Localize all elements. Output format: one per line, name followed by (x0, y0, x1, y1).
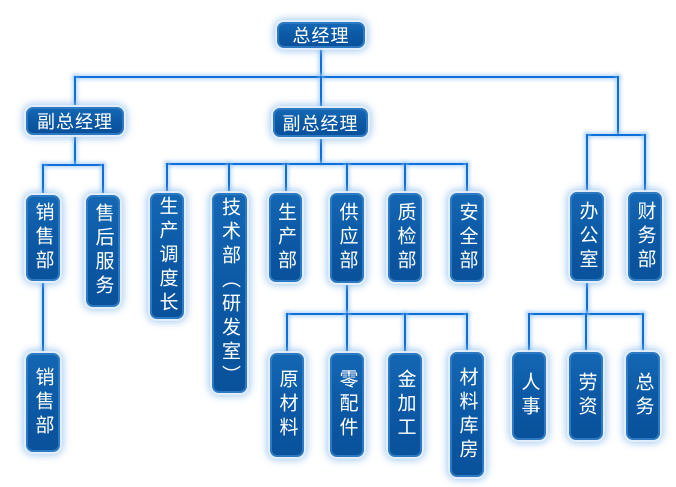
connector (642, 313, 644, 352)
connector (166, 163, 467, 165)
connector (74, 76, 619, 78)
connector (42, 281, 44, 353)
connector (586, 134, 646, 136)
connector (102, 164, 104, 195)
node-spare-parts[interactable]: 零配件 (330, 353, 364, 457)
node-production-dept[interactable]: 生产部 (269, 193, 302, 282)
connector (228, 163, 230, 193)
node-sales-dept-sub[interactable]: 销售部 (26, 353, 60, 452)
node-hr[interactable]: 人事 (512, 352, 546, 440)
node-metal-processing[interactable]: 金加工 (388, 353, 422, 457)
connector (42, 164, 44, 195)
node-after-sales-service[interactable]: 售后服务 (86, 195, 120, 307)
connector (286, 313, 288, 353)
connector (346, 313, 348, 353)
connector (74, 76, 76, 107)
connector (404, 313, 406, 353)
connector (528, 313, 530, 352)
node-office[interactable]: 办公室 (570, 192, 604, 281)
connector (74, 135, 76, 164)
connector (320, 48, 322, 76)
node-tech-dept-rnd[interactable]: 技术部（研发室） (212, 193, 247, 393)
connector (644, 134, 646, 192)
connector (617, 76, 619, 135)
connector (285, 163, 287, 193)
connector (585, 313, 587, 352)
connector (586, 134, 588, 192)
connector (346, 163, 348, 193)
connector (346, 283, 348, 313)
node-labor-wages[interactable]: 劳资 (569, 352, 603, 440)
connector (320, 76, 322, 108)
node-safety-dept[interactable]: 安全部 (450, 193, 484, 282)
connector (466, 163, 468, 193)
connector (166, 163, 168, 193)
node-deputy-gm-middle[interactable]: 副总经理 (273, 108, 368, 137)
node-general-affairs[interactable]: 总务 (626, 352, 660, 440)
node-general-manager[interactable]: 总经理 (277, 22, 365, 48)
node-sales-dept[interactable]: 销售部 (26, 195, 60, 281)
connector (320, 136, 322, 163)
connector (42, 164, 104, 166)
node-finance-dept[interactable]: 财务部 (628, 192, 662, 281)
node-production-dispatch-chief[interactable]: 生产调度长 (150, 193, 184, 319)
node-supply-dept[interactable]: 供应部 (330, 193, 364, 283)
node-raw-materials[interactable]: 原材料 (270, 353, 304, 457)
connector (586, 281, 588, 313)
node-deputy-gm-left[interactable]: 副总经理 (26, 107, 124, 135)
connector (404, 163, 406, 193)
node-materials-warehouse[interactable]: 材料库房 (450, 352, 484, 477)
connector (466, 313, 468, 352)
connector (286, 313, 468, 315)
node-quality-inspection-dept[interactable]: 质检部 (388, 193, 422, 282)
